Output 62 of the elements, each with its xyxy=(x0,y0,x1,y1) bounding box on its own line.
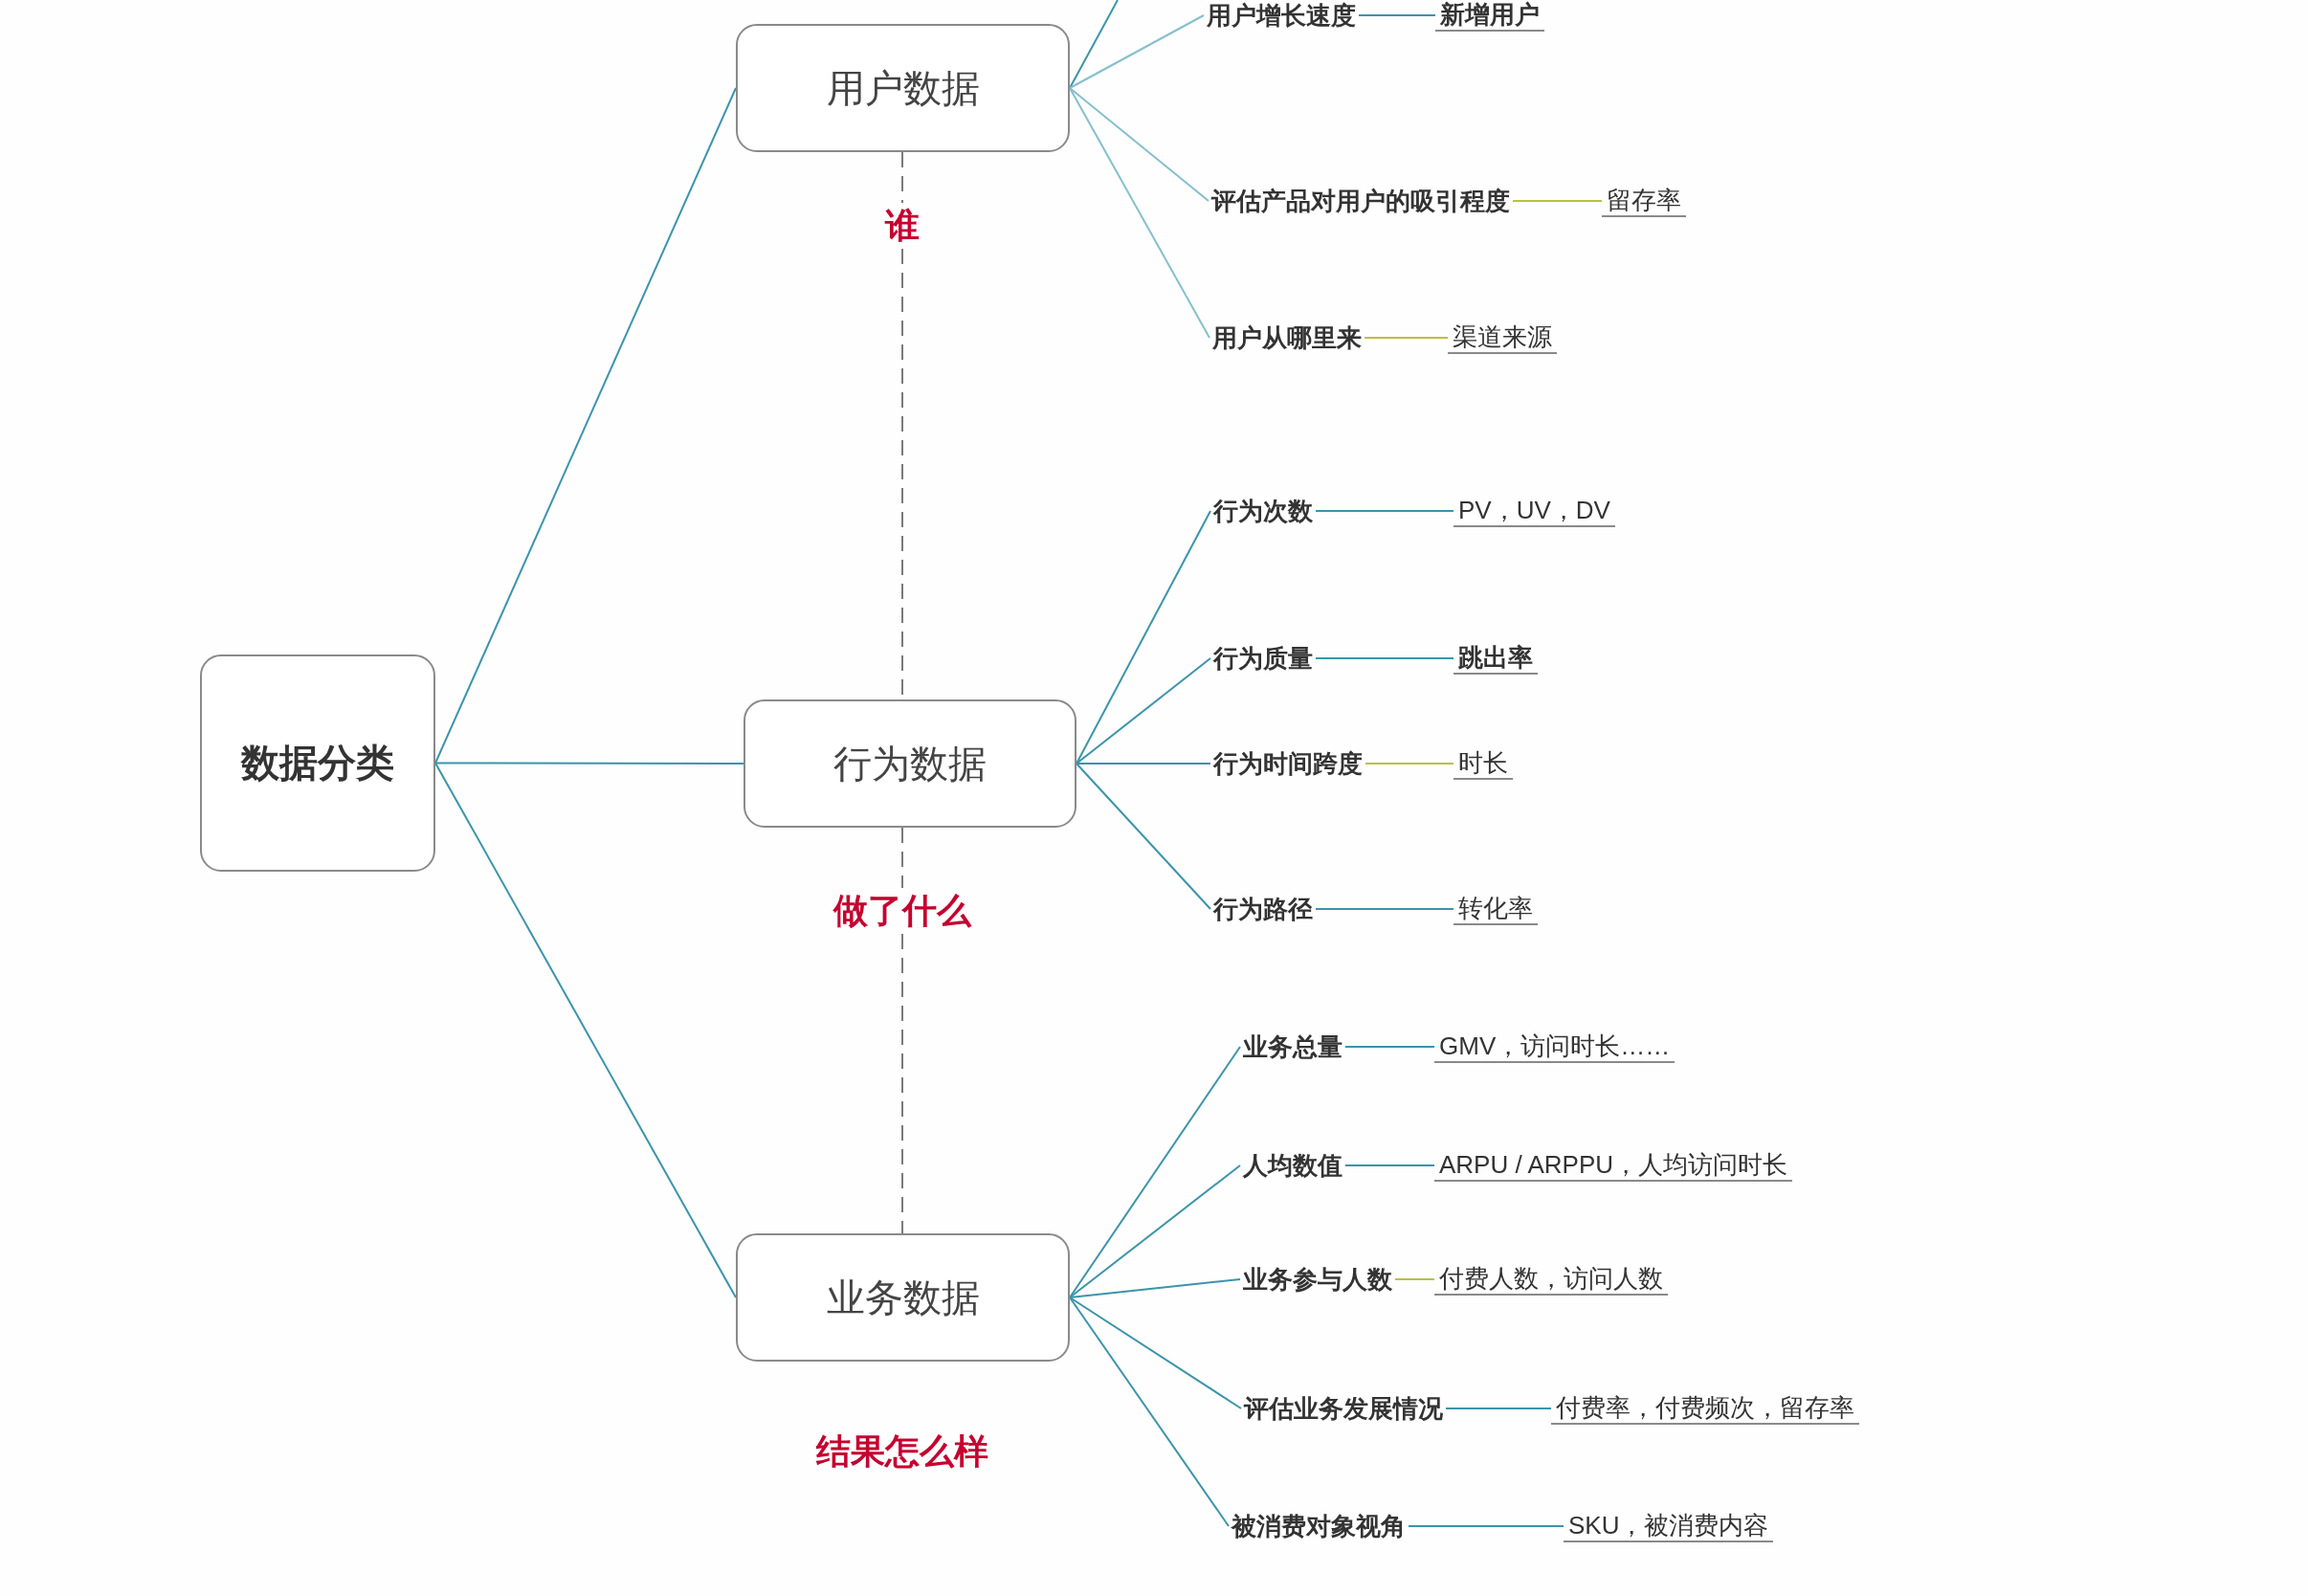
topic-box: 业务数据 xyxy=(736,1233,1070,1362)
metric-text: ARPU / ARPPU，人均访问时长 xyxy=(1434,1150,1793,1182)
central-topic-box: 数据分类 xyxy=(200,654,435,872)
topic-box: 用户数据 xyxy=(736,24,1070,152)
topic-box: 行为数据 xyxy=(743,699,1076,828)
metric-text: 付费人数，访问人数 xyxy=(1434,1264,1668,1296)
metric-text: 跳出率 xyxy=(1454,643,1538,675)
subtopic-text: 被消费对象视角 xyxy=(1229,1511,1409,1541)
metric-text: 渠道来源 xyxy=(1448,322,1557,354)
subtopic-text: 行为时间跨度 xyxy=(1210,748,1365,779)
branch-line xyxy=(1358,14,1436,16)
subtopic-text: 评估业务发展情况 xyxy=(1241,1393,1446,1424)
annotation-text: 结果怎么样 xyxy=(814,1430,989,1473)
branch-line xyxy=(1512,200,1603,202)
branch-line xyxy=(1069,14,1205,89)
branch-line xyxy=(1364,337,1449,339)
branch-line xyxy=(1315,657,1454,659)
dashed-line xyxy=(901,933,903,1234)
metric-text: GMV，访问时长…… xyxy=(1434,1031,1676,1063)
subtopic-text: 行为路径 xyxy=(1210,894,1316,924)
dashed-line xyxy=(901,827,903,889)
branch-line xyxy=(1069,1046,1241,1298)
branch-line xyxy=(1315,908,1454,910)
branch-line xyxy=(1069,1297,1230,1527)
branch-line xyxy=(1069,87,1209,202)
subtopic-text: 行为次数 xyxy=(1210,496,1316,526)
branch-line xyxy=(1069,0,1119,89)
branch-line xyxy=(1344,1046,1435,1048)
branch-line xyxy=(1076,657,1211,765)
metric-text: PV，UV，DV xyxy=(1454,496,1615,527)
branch-line xyxy=(1445,1408,1552,1409)
subtopic-text: 业务参与人数 xyxy=(1240,1264,1395,1295)
metric-text: 时长 xyxy=(1454,748,1513,780)
branch-line xyxy=(1315,510,1454,512)
branch-line xyxy=(1069,1297,1242,1409)
subtopic-text: 用户增长速度 xyxy=(1204,0,1359,31)
branch-line xyxy=(1069,1164,1241,1298)
metric-text: 转化率 xyxy=(1454,894,1538,925)
subtopic-text: 业务总量 xyxy=(1240,1031,1345,1062)
branch-line xyxy=(434,762,744,765)
branch-line xyxy=(1076,763,1211,765)
branch-line xyxy=(1365,763,1454,765)
annotation-text: 谁 xyxy=(881,203,923,249)
branch-line xyxy=(1076,510,1211,765)
metric-text: 留存率 xyxy=(1602,186,1686,217)
subtopic-text: 评估产品对用户的吸引程度 xyxy=(1209,186,1513,216)
subtopic-text: 用户从哪里来 xyxy=(1209,322,1365,353)
annotation-text: 做了什么 xyxy=(830,888,975,934)
branch-line xyxy=(434,762,737,1298)
branch-line xyxy=(1394,1278,1435,1280)
subtopic-text: 人均数值 xyxy=(1240,1150,1345,1181)
metric-text: 付费率，付费频次，留存率 xyxy=(1551,1393,1859,1425)
branch-line xyxy=(1069,87,1210,339)
metric-text: 新增用户 xyxy=(1435,0,1544,32)
subtopic-text: 行为质量 xyxy=(1210,643,1316,674)
branch-line xyxy=(1069,1278,1241,1298)
branch-line xyxy=(1344,1164,1435,1166)
dashed-line xyxy=(901,151,903,204)
branch-line xyxy=(1408,1525,1565,1527)
branch-line xyxy=(1076,763,1211,910)
branch-line xyxy=(434,87,737,765)
metric-text: SKU，被消费内容 xyxy=(1564,1511,1774,1542)
